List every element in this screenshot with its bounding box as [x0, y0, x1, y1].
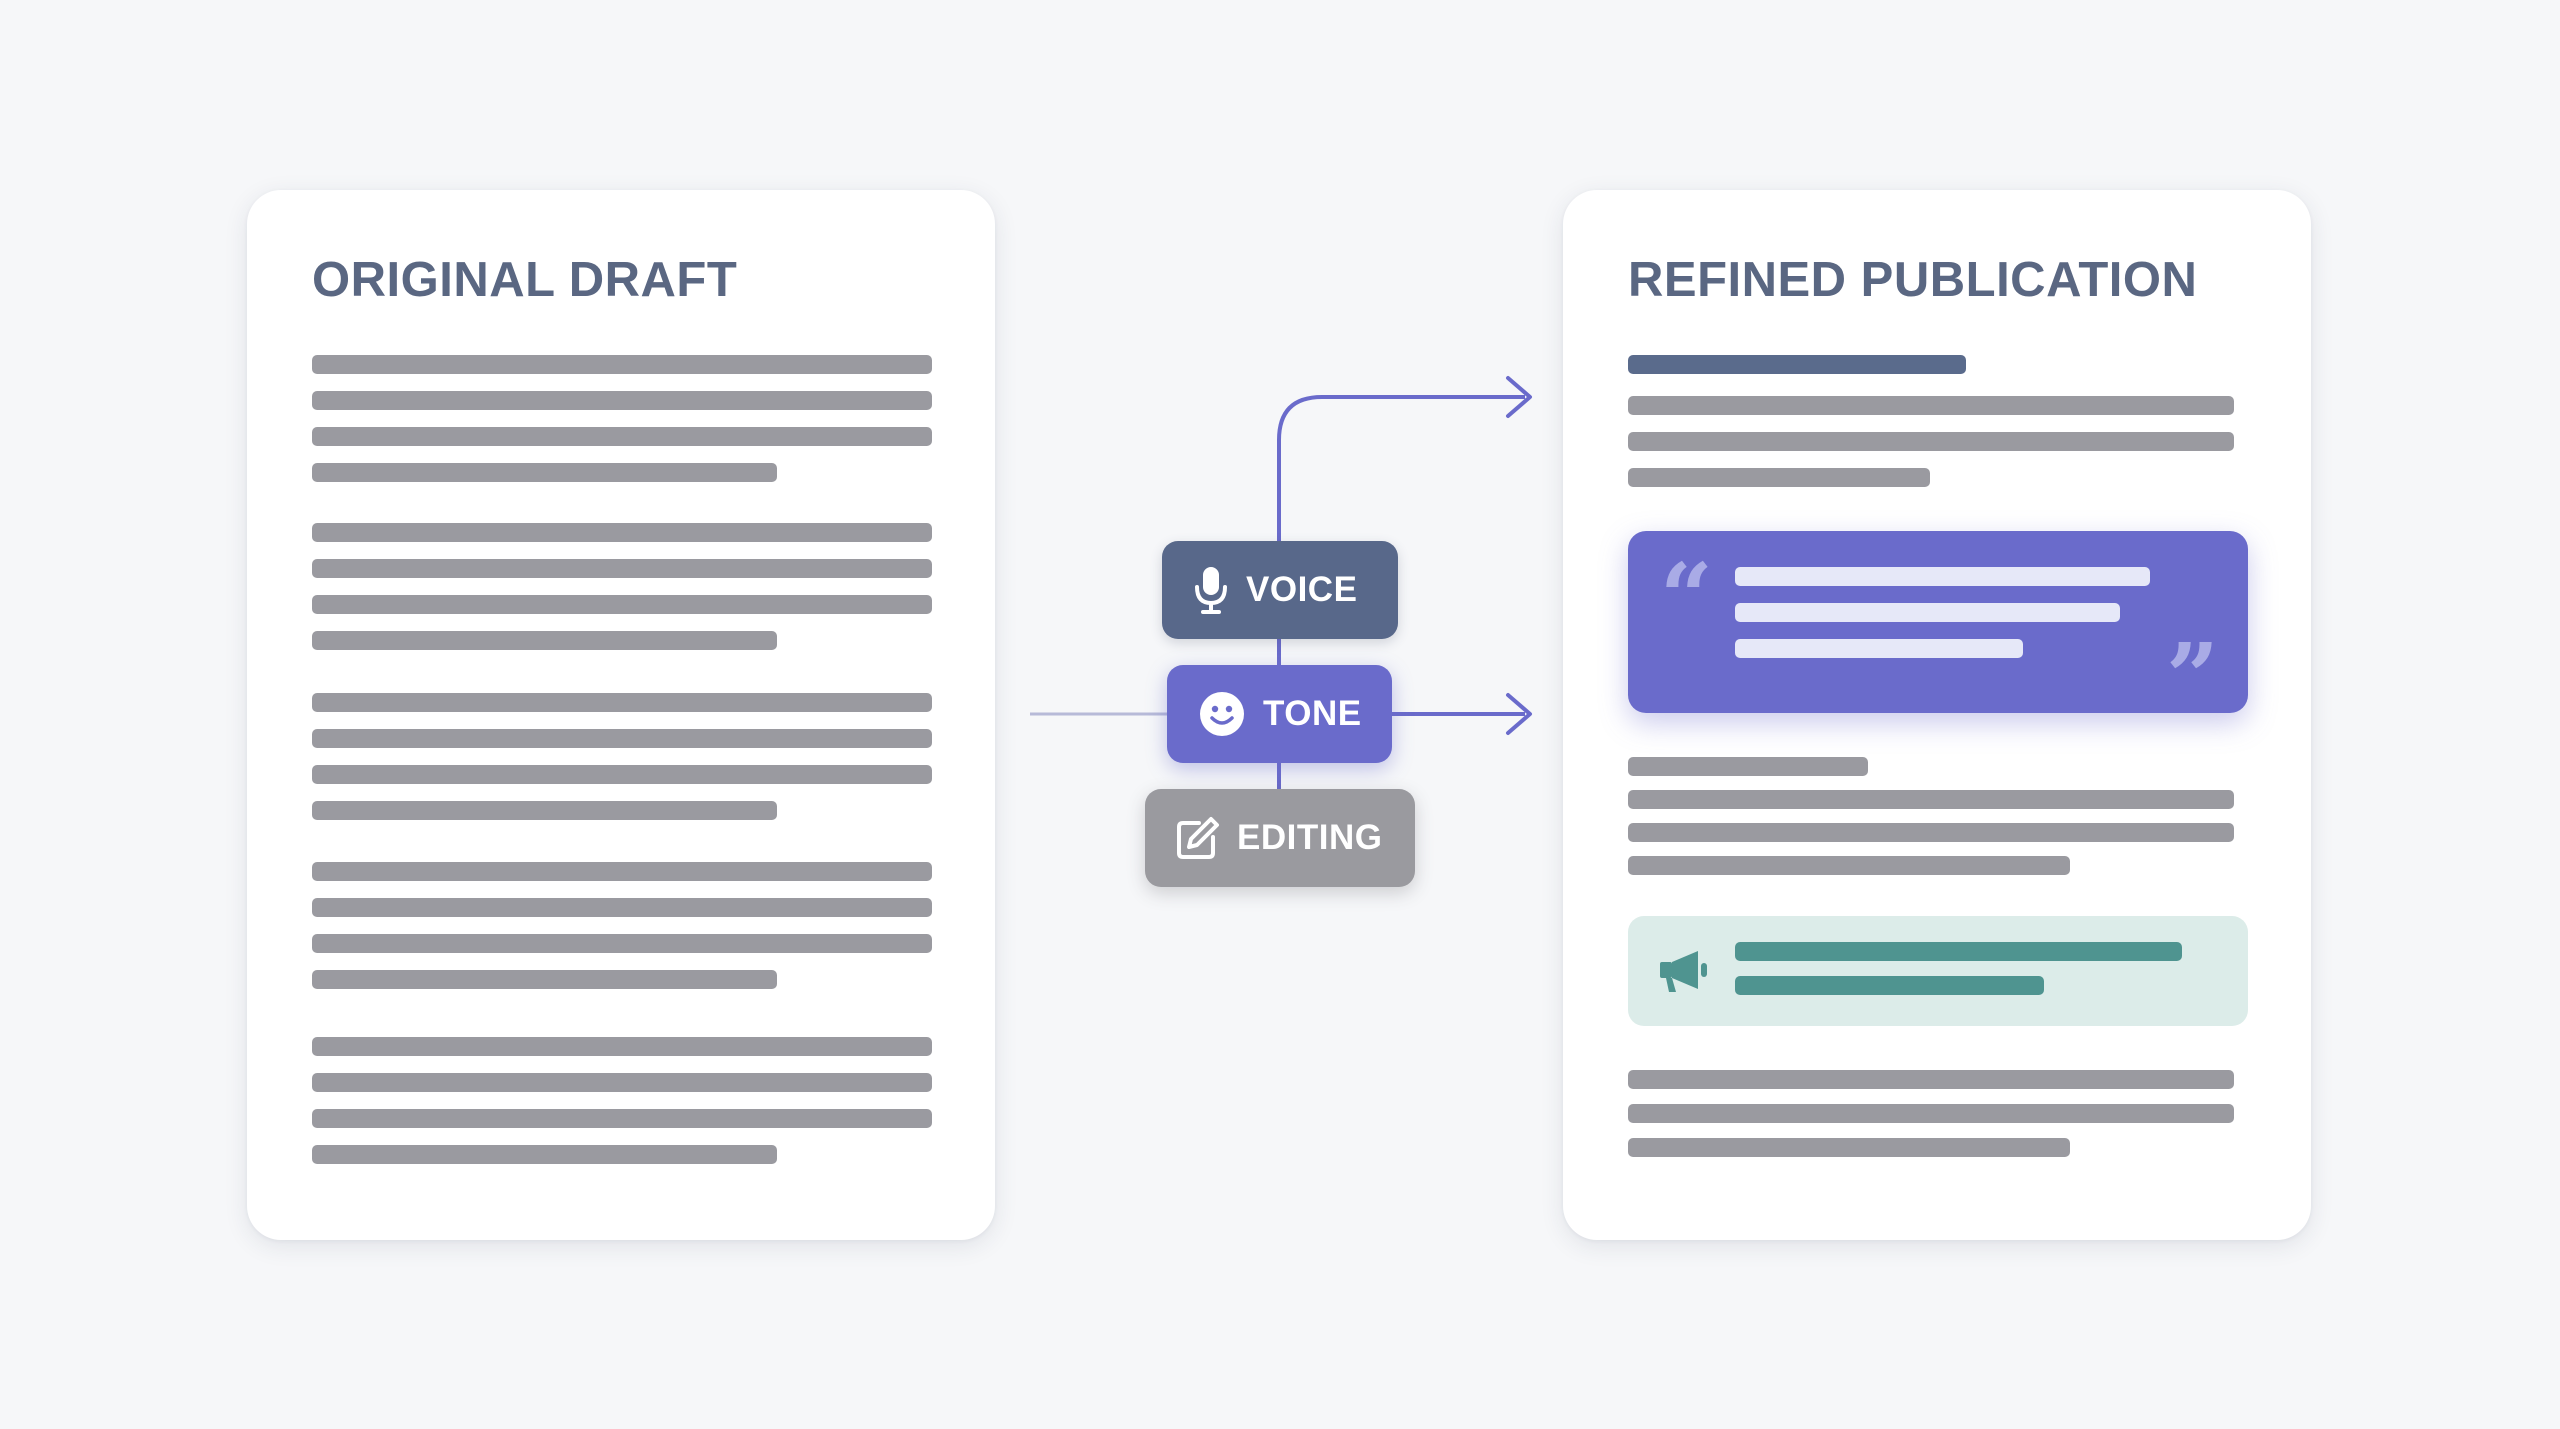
text-line	[1628, 1104, 2234, 1123]
callout-line	[1735, 976, 2044, 995]
close-quote-icon: ”	[2166, 623, 2219, 731]
refined-publication-title: REFINED PUBLICATION	[1628, 253, 2198, 307]
callout-block	[1628, 916, 2248, 1026]
megaphone-icon	[1660, 951, 1707, 992]
callout-line	[1735, 942, 2182, 961]
text-line	[312, 934, 932, 953]
open-quote-icon: “	[1660, 543, 1713, 651]
text-line	[1628, 856, 2070, 875]
refined-publication-card: REFINED PUBLICATION “ ”	[1563, 190, 2311, 1240]
text-line	[312, 862, 932, 881]
smiley-face-icon	[1200, 692, 1244, 736]
text-line	[312, 1037, 932, 1056]
heading-line	[1628, 355, 1966, 374]
top-arrow-head	[1506, 376, 1532, 418]
text-line	[1628, 790, 2234, 809]
editing-step: EDITING	[1145, 789, 1415, 887]
original-draft-card: ORIGINAL DRAFT	[247, 190, 995, 1240]
text-line	[1628, 432, 2234, 451]
text-line	[312, 355, 932, 374]
microphone-icon	[1195, 567, 1227, 614]
tone-step: TONE	[1167, 665, 1392, 763]
text-line	[312, 1109, 932, 1128]
quote-line	[1735, 603, 2120, 622]
text-line	[1628, 1138, 2070, 1157]
text-line	[312, 559, 932, 578]
text-line	[312, 765, 932, 784]
text-line	[312, 1145, 777, 1164]
text-line	[312, 970, 777, 989]
voice-label: VOICE	[1246, 570, 1358, 609]
text-line	[1628, 823, 2234, 842]
edit-pencil-icon	[1177, 817, 1219, 859]
original-draft-title: ORIGINAL DRAFT	[312, 253, 738, 307]
text-line	[312, 898, 932, 917]
vertical-spine	[1277, 395, 1525, 550]
text-line	[1628, 1070, 2234, 1089]
pull-quote-block: “ ”	[1628, 531, 2248, 723]
text-line	[312, 463, 777, 482]
text-line	[312, 631, 777, 650]
text-line	[312, 595, 932, 614]
middle-arrow-head	[1506, 693, 1532, 735]
text-line	[312, 1073, 932, 1092]
text-line	[312, 729, 932, 748]
tone-label: TONE	[1263, 694, 1362, 733]
text-line	[312, 427, 932, 446]
text-line	[312, 523, 932, 542]
quote-line	[1735, 567, 2150, 586]
text-line	[312, 693, 932, 712]
text-line	[1628, 396, 2234, 415]
editing-label: EDITING	[1237, 818, 1383, 857]
text-line	[1628, 757, 1868, 776]
text-line	[1628, 468, 1930, 487]
text-line	[312, 801, 777, 820]
voice-step: VOICE	[1162, 541, 1398, 639]
text-line	[312, 391, 932, 410]
quote-line	[1735, 639, 2023, 658]
